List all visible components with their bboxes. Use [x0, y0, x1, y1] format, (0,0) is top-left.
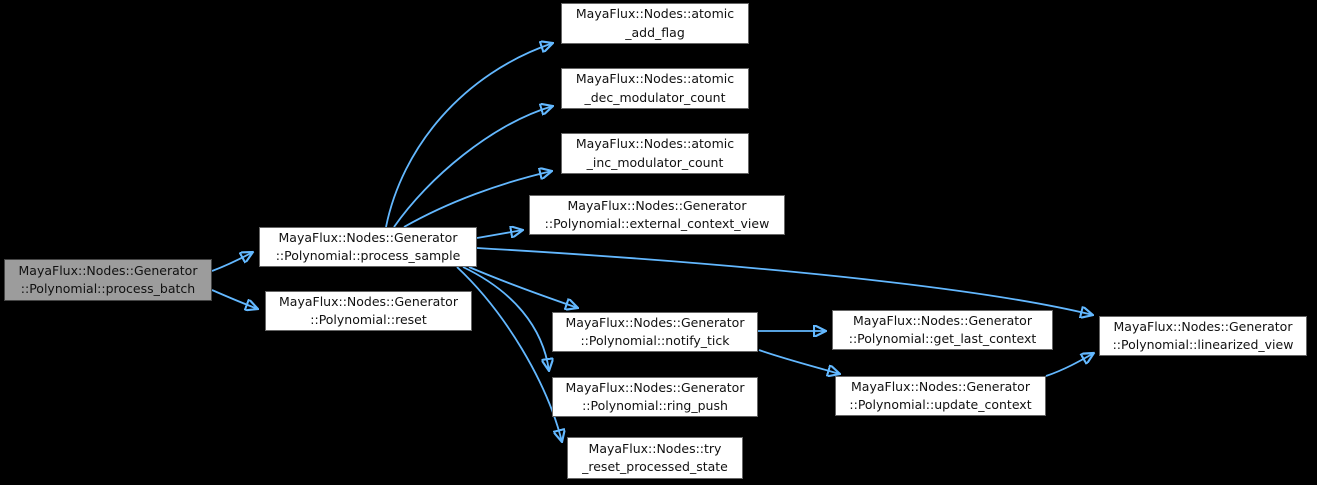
- node-label-line: ::Polynomial::external_context_view: [544, 216, 770, 231]
- node-label-line: _reset_processed_state: [582, 459, 728, 474]
- node-ring-push[interactable]: MayaFlux::Nodes::Generator ::Polynomial:…: [552, 377, 758, 417]
- node-label-line: ::Polynomial::notify_tick: [580, 333, 730, 348]
- edge-update_context-linearized_view: [1045, 353, 1094, 377]
- node-linearized-view[interactable]: MayaFlux::Nodes::Generator ::Polynomial:…: [1099, 316, 1307, 356]
- edge-process_sample-notify_tick: [468, 266, 578, 308]
- node-label-line: MayaFlux::Nodes::Generator: [853, 312, 1032, 328]
- node-label-line: ::Polynomial::reset: [310, 312, 427, 327]
- node-label-line: _inc_modulator_count: [586, 154, 724, 170]
- node-label-line: MayaFlux::Nodes::Generator: [279, 293, 458, 309]
- node-label-line: MayaFlux::Nodes::atomic: [575, 136, 735, 151]
- node-label-line: MayaFlux::Nodes::Generator: [851, 378, 1030, 394]
- edge-process_sample-atomic_dec_modulator_count: [393, 106, 553, 228]
- edge-process_sample-linearized_view: [476, 247, 1093, 315]
- node-label-line: ::Polynomial::process_sample: [275, 248, 461, 263]
- node-label-line: MayaFlux::Nodes::atomic: [575, 6, 735, 21]
- node-label-line: _add_flag: [625, 24, 685, 40]
- edge-process_sample-atomic_add_flag: [385, 43, 553, 228]
- node-update-context[interactable]: MayaFlux::Nodes::Generator ::Polynomial:…: [835, 376, 1046, 416]
- node-try-reset-processed-state[interactable]: MayaFlux::Nodes::try _reset_processed_st…: [567, 437, 743, 479]
- node-notify-tick[interactable]: MayaFlux::Nodes::Generator ::Polynomial:…: [552, 312, 758, 352]
- edge-process_batch-reset: [211, 289, 258, 309]
- edge-process_sample-external_context_view: [476, 230, 523, 239]
- node-process-batch[interactable]: MayaFlux::Nodes::Generator ::Polynomial:…: [4, 259, 212, 301]
- node-process-sample[interactable]: MayaFlux::Nodes::Generator ::Polynomial:…: [259, 227, 477, 267]
- edge-process_sample-ring_push: [462, 266, 549, 371]
- node-label-line: _dec_modulator_count: [584, 89, 726, 105]
- node-label-line: ::Polynomial::ring_push: [582, 398, 728, 413]
- node-get-last-context[interactable]: MayaFlux::Nodes::Generator ::Polynomial:…: [832, 310, 1053, 350]
- node-label-line: MayaFlux::Nodes::Generator: [18, 262, 198, 278]
- node-label-line: ::Polynomial::process_batch: [20, 281, 196, 296]
- node-label-line: MayaFlux::Nodes::Generator: [278, 229, 458, 245]
- edge-process_sample-try_reset_processed_state: [456, 266, 562, 442]
- node-label-line: MayaFlux::Nodes::Generator: [1113, 318, 1293, 334]
- node-label-line: MayaFlux::Nodes::atomic: [575, 71, 735, 86]
- edge-process_sample-atomic_inc_modulator_count: [403, 171, 552, 228]
- node-label-line: ::Polynomial::update_context: [849, 397, 1032, 412]
- edge-process_batch-process_sample: [211, 252, 253, 272]
- edge-notify_tick-update_context: [758, 349, 840, 374]
- node-atomic-add-flag[interactable]: MayaFlux::Nodes::atomic _add_flag: [561, 3, 749, 44]
- node-reset[interactable]: MayaFlux::Nodes::Generator ::Polynomial:…: [265, 291, 472, 331]
- node-label-line: MayaFlux::Nodes::Generator: [565, 379, 745, 395]
- node-label-line: ::Polynomial::linearized_view: [1112, 337, 1294, 352]
- node-external-context-view[interactable]: MayaFlux::Nodes::Generator ::Polynomial:…: [529, 195, 785, 235]
- node-label-line: MayaFlux::Nodes::try: [588, 440, 722, 456]
- node-label-line: ::Polynomial::get_last_context: [848, 331, 1037, 346]
- node-label-line: MayaFlux::Nodes::Generator: [567, 197, 747, 213]
- node-atomic-inc-modulator-count[interactable]: MayaFlux::Nodes::atomic _inc_modulator_c…: [561, 133, 749, 174]
- node-atomic-dec-modulator-count[interactable]: MayaFlux::Nodes::atomic _dec_modulator_c…: [561, 68, 749, 109]
- node-label-line: MayaFlux::Nodes::Generator: [565, 314, 745, 330]
